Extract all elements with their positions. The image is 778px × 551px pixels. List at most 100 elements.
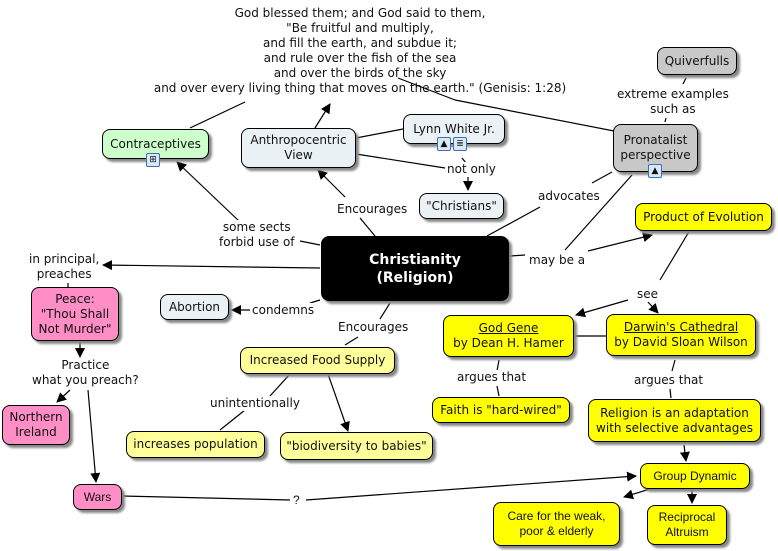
concept-label: Contraceptives (110, 136, 201, 151)
link-unintentionally: unintentionally (209, 396, 301, 411)
concept-anthropocentric-view[interactable]: Anthropocentric View (241, 128, 356, 168)
edge (176, 161, 241, 223)
concept-link[interactable]: Darwin's Cathedral (623, 320, 739, 334)
concept-god-gene[interactable]: God Gene by Dean H. Hamer (443, 315, 574, 357)
edge (317, 169, 346, 198)
edge (189, 101, 246, 129)
document-icon[interactable]: ≣ (453, 137, 467, 151)
link-question: ? (292, 493, 301, 508)
quote-line: and fill the earth, and subdue it; (263, 36, 457, 50)
concept-product-of-evolution[interactable]: Product of Evolution (635, 203, 772, 231)
concept-label: Not Murder" (38, 321, 112, 336)
edge (682, 77, 687, 85)
concept-label: Product of Evolution (643, 209, 764, 224)
concept-label: poor & elderly (519, 524, 594, 538)
edge (647, 301, 659, 314)
edge (122, 495, 291, 501)
edge (564, 174, 633, 251)
concept-abortion[interactable]: Abortion (160, 294, 229, 320)
link-practice: Practice what you preach? (31, 358, 140, 388)
edge (659, 229, 691, 281)
link-text: forbid use of (219, 235, 295, 249)
concept-label: Increased Food Supply (249, 353, 386, 367)
quote-line: and rule over the fish of the sea (263, 51, 457, 65)
concept-label: Anthropocentric (250, 133, 347, 147)
concept-label: Peace: (55, 291, 95, 306)
concept-label: "biodiversity to babies" (286, 438, 427, 453)
concept-pronatalist-perspective[interactable]: Pronatalist perspective (613, 124, 698, 172)
concept-care-for-weak[interactable]: Care for the weak, poor & elderly (493, 502, 620, 546)
concept-quiverfulls[interactable]: Quiverfulls (657, 47, 737, 75)
genesis-quote: God blessed them; and God said to them, … (150, 6, 570, 96)
edge (299, 240, 321, 246)
concept-christians[interactable]: "Christians" (419, 193, 504, 219)
edge (575, 299, 629, 318)
concept-label: Religion is an adaptation (600, 405, 749, 420)
link-text: what you preach? (32, 373, 139, 387)
concept-group-dynamic[interactable]: Group Dynamic (640, 463, 750, 489)
link-encourages-bottom: Encourages (337, 320, 410, 335)
concept-label: Christianity (369, 251, 461, 268)
edge (355, 128, 404, 139)
concept-increases-population[interactable]: increases population (126, 431, 265, 458)
concept-label: Quiverfulls (664, 53, 730, 68)
concept-label: Abortion (168, 299, 221, 314)
concept-label: Pronatalist (623, 133, 688, 147)
link-text: extreme examples (617, 87, 729, 101)
concept-increased-food-supply[interactable]: Increased Food Supply (240, 347, 395, 374)
edge (305, 471, 637, 501)
quote-line: "Be fruitful and multiply, (286, 21, 434, 35)
link-advocates: advocates (537, 189, 601, 204)
concept-label: Group Dynamic (653, 468, 737, 483)
link-see: see (636, 287, 660, 302)
edge (591, 171, 613, 184)
concept-label: View (284, 148, 313, 162)
link-text: argues that (457, 370, 527, 384)
link-text: some sects (222, 220, 291, 234)
link-text: in principal, (29, 252, 100, 266)
link-encourages-top: Encourages (336, 202, 409, 217)
edge (587, 232, 653, 252)
link-text: ? (293, 493, 300, 507)
edge (623, 488, 651, 500)
edge (87, 389, 101, 483)
edge (496, 385, 500, 397)
concept-northern-ireland[interactable]: Northern Ireland (2, 405, 70, 445)
image-icon[interactable]: ▲ (437, 137, 451, 151)
concept-reciprocal-altruism[interactable]: Reciprocal Altruism (647, 505, 727, 545)
edge (379, 302, 391, 320)
link-extreme-examples: extreme examples such as (616, 87, 730, 117)
link-text: not only (447, 162, 496, 176)
concept-label: Ireland (15, 425, 57, 439)
concept-religion-adaptation[interactable]: Religion is an adaptation with selective… (588, 399, 761, 442)
edge (56, 389, 71, 403)
link-some-sects: some sects forbid use of (218, 220, 296, 250)
image-icon[interactable]: ▲ (648, 164, 662, 178)
concept-label: perspective (620, 148, 691, 162)
concept-faith-hard-wired[interactable]: Faith is "hard-wired" (432, 397, 570, 423)
concept-biodiversity-to-babies[interactable]: "biodiversity to babies" (280, 432, 433, 460)
edge (219, 409, 246, 431)
quote-line: God blessed them; and God said to them, (234, 6, 486, 20)
concept-label: Care for the weak, (507, 509, 606, 523)
link-text: such as (650, 102, 696, 116)
concept-darwins-cathedral[interactable]: Darwin's Cathedral by David Sloan Wilson (606, 314, 756, 356)
link-in-principal: in principal, preaches (28, 252, 101, 282)
concept-wars[interactable]: Wars (73, 484, 122, 510)
concept-link[interactable]: God Gene (478, 321, 539, 335)
concept-label: Lynn White Jr. (413, 121, 495, 136)
concept-label: "Thou Shall (40, 306, 110, 321)
edge (509, 254, 526, 257)
link-text: Encourages (337, 202, 408, 216)
concept-label: "Christians" (426, 198, 497, 213)
concept-christianity-religion[interactable]: Christianity (Religion) (321, 236, 509, 301)
quote-line: and over every living thing that moves o… (153, 81, 567, 95)
edge (269, 373, 291, 397)
edge (344, 336, 359, 346)
concept-peace[interactable]: Peace: "Thou Shall Not Murder" (31, 287, 119, 341)
concept-label: Reciprocal (658, 510, 716, 524)
link-text: Practice (61, 358, 110, 372)
edge (671, 359, 676, 372)
concept-label: Faith is "hard-wired" (440, 402, 562, 417)
concept-map-icon[interactable]: ⊞ (146, 153, 160, 167)
